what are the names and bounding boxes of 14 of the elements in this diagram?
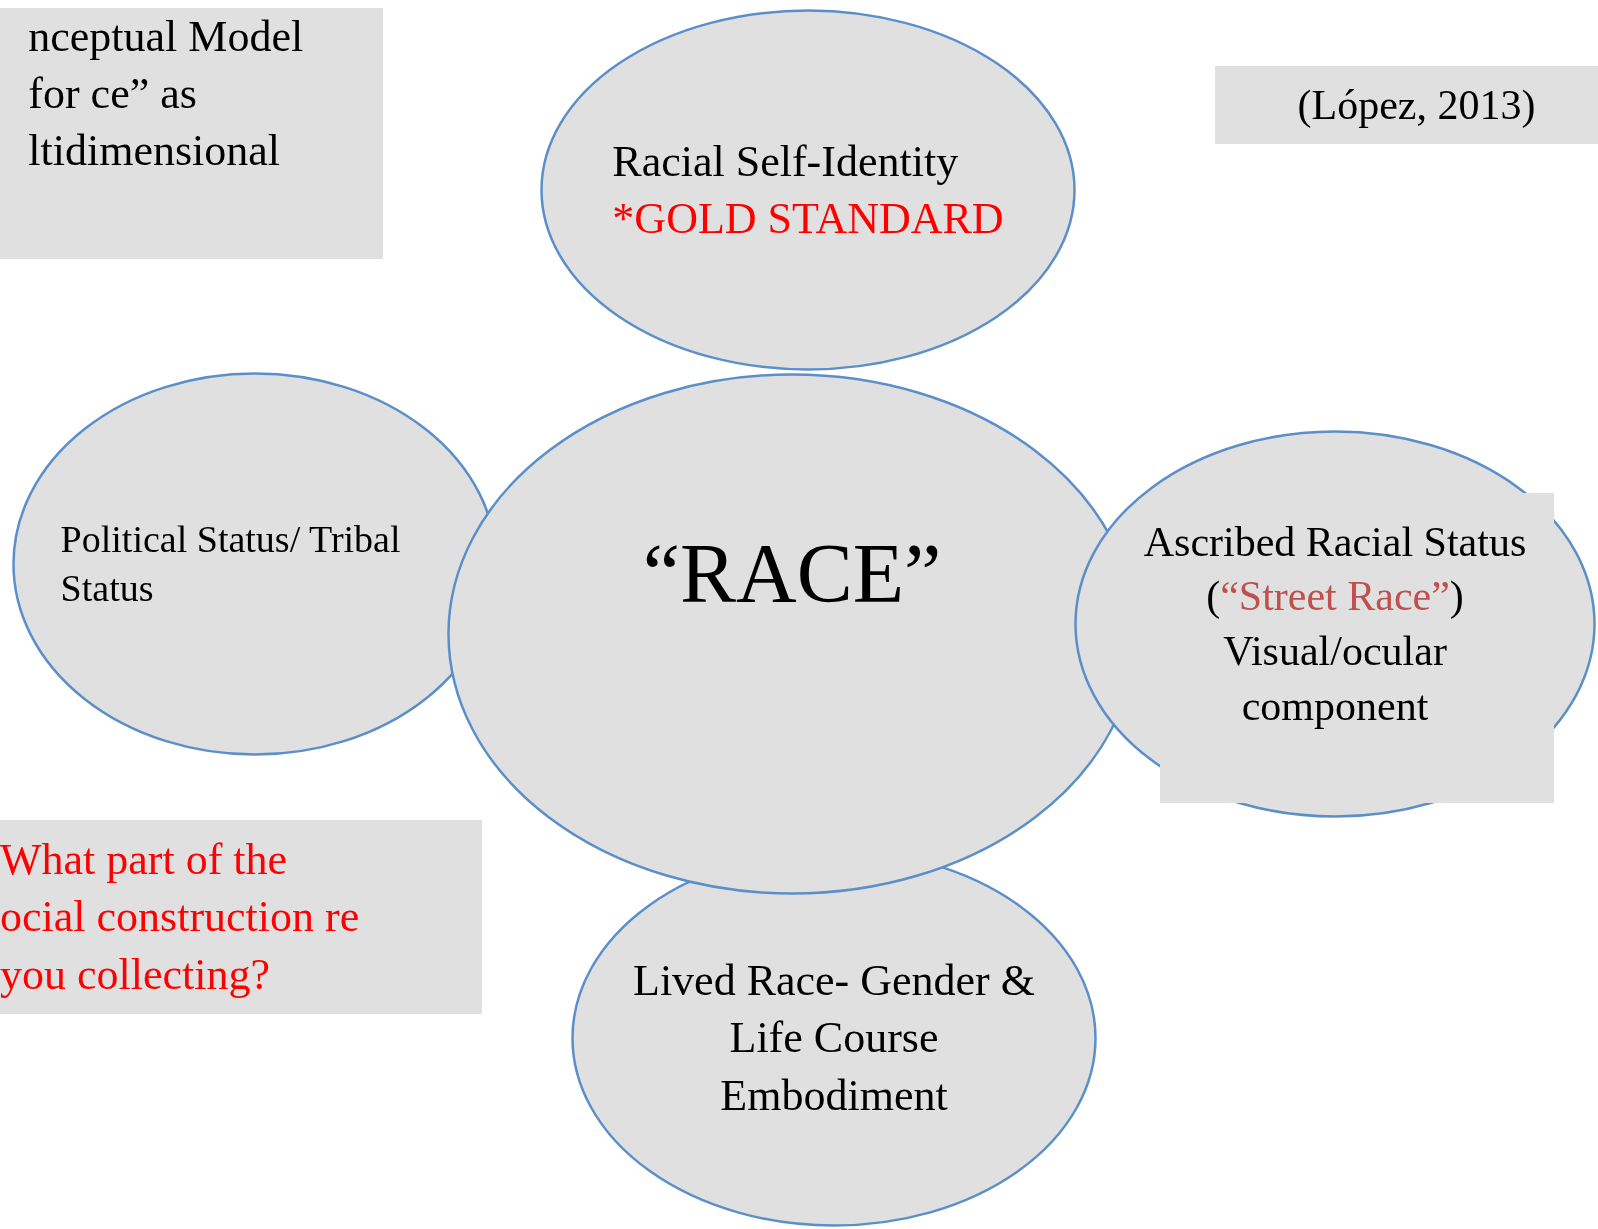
node-label: Visual/ocular component [1222,627,1448,731]
node-label: What part of the ocial construction re you collecting? [0,834,361,1001]
node-label: (López, 2013) [1297,80,1536,130]
node-label: (“Street Race”) [1205,572,1465,622]
node-label: Political Status/ Tribal Status [60,516,402,611]
text-panel [0,8,383,259]
node-label: Racial Self-Identity [612,135,960,188]
text-panel [1215,66,1598,144]
node-label: *GOLD STANDARD [612,193,1004,245]
node-label: Ascribed Racial Status [1142,517,1528,567]
node-label: nceptual Model for ce” as ltidimensional [28,11,305,178]
text-panel [0,820,482,1014]
node-label: “RACE” [642,526,942,623]
node-label: Lived Race- Gender & Life Course Embodiment [632,955,1036,1122]
